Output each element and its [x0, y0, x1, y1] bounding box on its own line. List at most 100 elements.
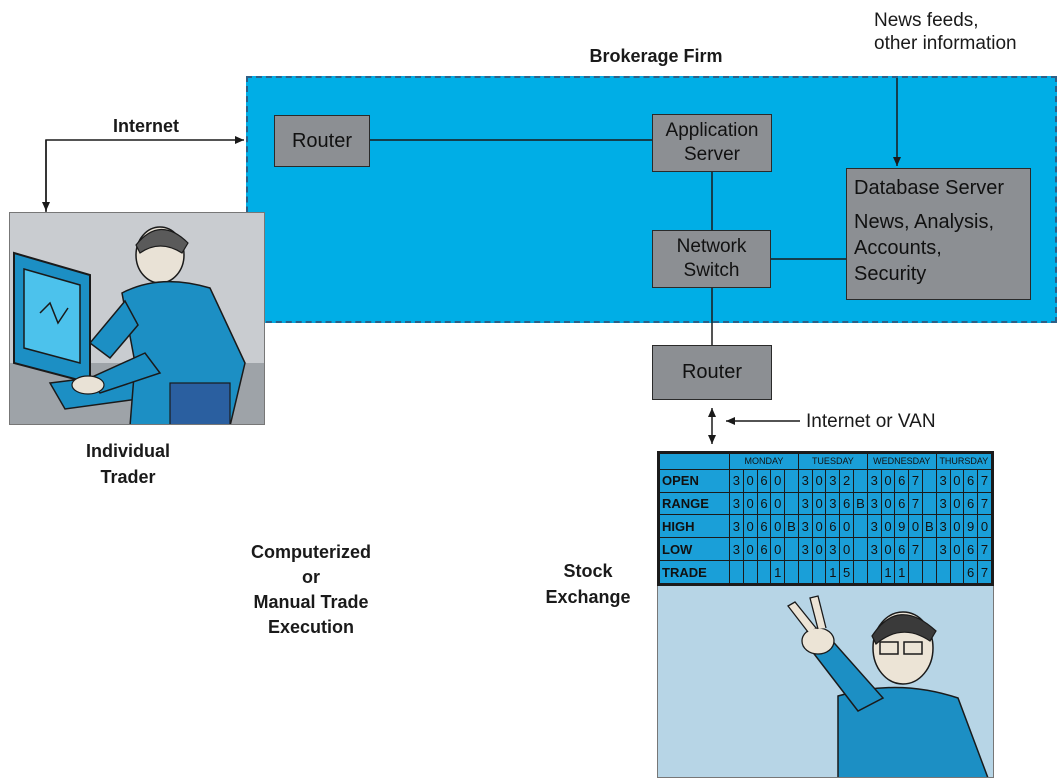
board-cell: 0 [742, 514, 758, 539]
board-cell: 0 [811, 468, 827, 493]
board-cell: 1 [825, 560, 841, 584]
board-cell: 3 [866, 514, 882, 539]
network-switch-box: Network Switch [652, 230, 771, 288]
board-cell: 1 [894, 560, 910, 584]
board-cell: 0 [880, 491, 896, 516]
board-cell: 0 [811, 514, 827, 539]
board-corner-cell [659, 453, 730, 470]
router-box-top: Router [274, 115, 370, 167]
application-server-label: Application Server [665, 120, 759, 165]
board-row-label: HIGH [659, 514, 730, 539]
board-cell: 0 [949, 491, 965, 516]
board-cell: 2 [839, 468, 855, 493]
database-server-details: News, Analysis, Accounts, Security [854, 211, 995, 285]
board-row-label: TRADE [659, 560, 730, 584]
board-cell: 3 [729, 491, 744, 516]
floor-trader-figure-icon [658, 586, 993, 777]
router-box-bottom: Router [652, 345, 772, 400]
board-cell [853, 468, 868, 493]
board-cell [921, 468, 937, 493]
board-cell: 7 [977, 491, 992, 516]
day-header: MONDAY [729, 453, 799, 470]
board-cell [729, 560, 744, 584]
board-cell: 0 [839, 514, 855, 539]
board-cell [908, 560, 923, 584]
individual-trader-label: Individual Trader [85, 441, 170, 487]
stock-exchange-label: Stock Exchange [545, 561, 631, 607]
board-cell: 6 [839, 491, 855, 516]
board-cell: 0 [742, 537, 758, 562]
board-cell: 3 [825, 468, 841, 493]
news-feeds-label: News feeds, other information [874, 10, 1017, 54]
router-label: Router [291, 129, 353, 152]
board-cell: 3 [729, 468, 744, 493]
board-cell: 3 [866, 468, 882, 493]
board-header-row: MONDAY TUESDAY WEDNESDAY THURSDAY [659, 453, 993, 470]
board-cell: 0 [977, 514, 992, 539]
board-cell [797, 560, 813, 584]
board-cell: 0 [880, 468, 896, 493]
board-cell: 7 [977, 537, 992, 562]
board-cell [921, 537, 937, 562]
board-cell: 3 [935, 537, 951, 562]
board-cell: 3 [729, 537, 744, 562]
board-cell: 6 [963, 468, 979, 493]
board-cell [853, 537, 868, 562]
board-cell: 3 [935, 491, 951, 516]
board-cell [853, 560, 868, 584]
board-row-label: LOW [659, 537, 730, 562]
board-cell [742, 560, 758, 584]
board-cell: 3 [866, 491, 882, 516]
board-cell: 6 [756, 468, 772, 493]
board-cell: 3 [797, 491, 813, 516]
board-cell: 1 [880, 560, 896, 584]
board-cell: 6 [756, 514, 772, 539]
exchange-floor-illustration [657, 586, 994, 778]
database-server-box: Database Server News, Analysis, Accounts… [846, 168, 1031, 300]
internet-or-van-label: Internet or VAN [806, 411, 936, 432]
board-cell [784, 560, 799, 584]
application-server-box: Application Server [652, 114, 772, 172]
board-cell: B [853, 491, 868, 516]
board-cell: 7 [908, 468, 923, 493]
board-cell: 7 [977, 560, 992, 584]
board-cell: 3 [825, 537, 841, 562]
trade-execution-label: Computerized or Manual Trade Execution [250, 542, 371, 637]
board-cell: 6 [756, 537, 772, 562]
board-cell: 0 [811, 537, 827, 562]
board-cell: 1 [770, 560, 786, 584]
board-cell: 6 [825, 514, 841, 539]
board-cell [756, 560, 772, 584]
board-cell: 0 [770, 468, 786, 493]
board-cell [921, 560, 937, 584]
board-cell: 6 [963, 560, 979, 584]
board-cell: 0 [949, 514, 965, 539]
board-cell [866, 560, 882, 584]
board-cell: 0 [880, 514, 896, 539]
board-cell [784, 468, 799, 493]
board-cell: 6 [963, 537, 979, 562]
board-cell: 0 [742, 491, 758, 516]
board-cell [949, 560, 965, 584]
day-header: THURSDAY [935, 453, 993, 470]
board-cell: 5 [839, 560, 855, 584]
board-cell: 0 [839, 537, 855, 562]
board-cell [811, 560, 827, 584]
board-cell: 3 [935, 468, 951, 493]
day-header: WEDNESDAY [866, 453, 937, 470]
board-cell [784, 537, 799, 562]
board-cell: 3 [935, 514, 951, 539]
board-cell: 0 [770, 537, 786, 562]
board-cell: 0 [742, 468, 758, 493]
board-cell: 3 [797, 514, 813, 539]
board-cell [935, 560, 951, 584]
board-cell [853, 514, 868, 539]
board-cell: 3 [797, 537, 813, 562]
